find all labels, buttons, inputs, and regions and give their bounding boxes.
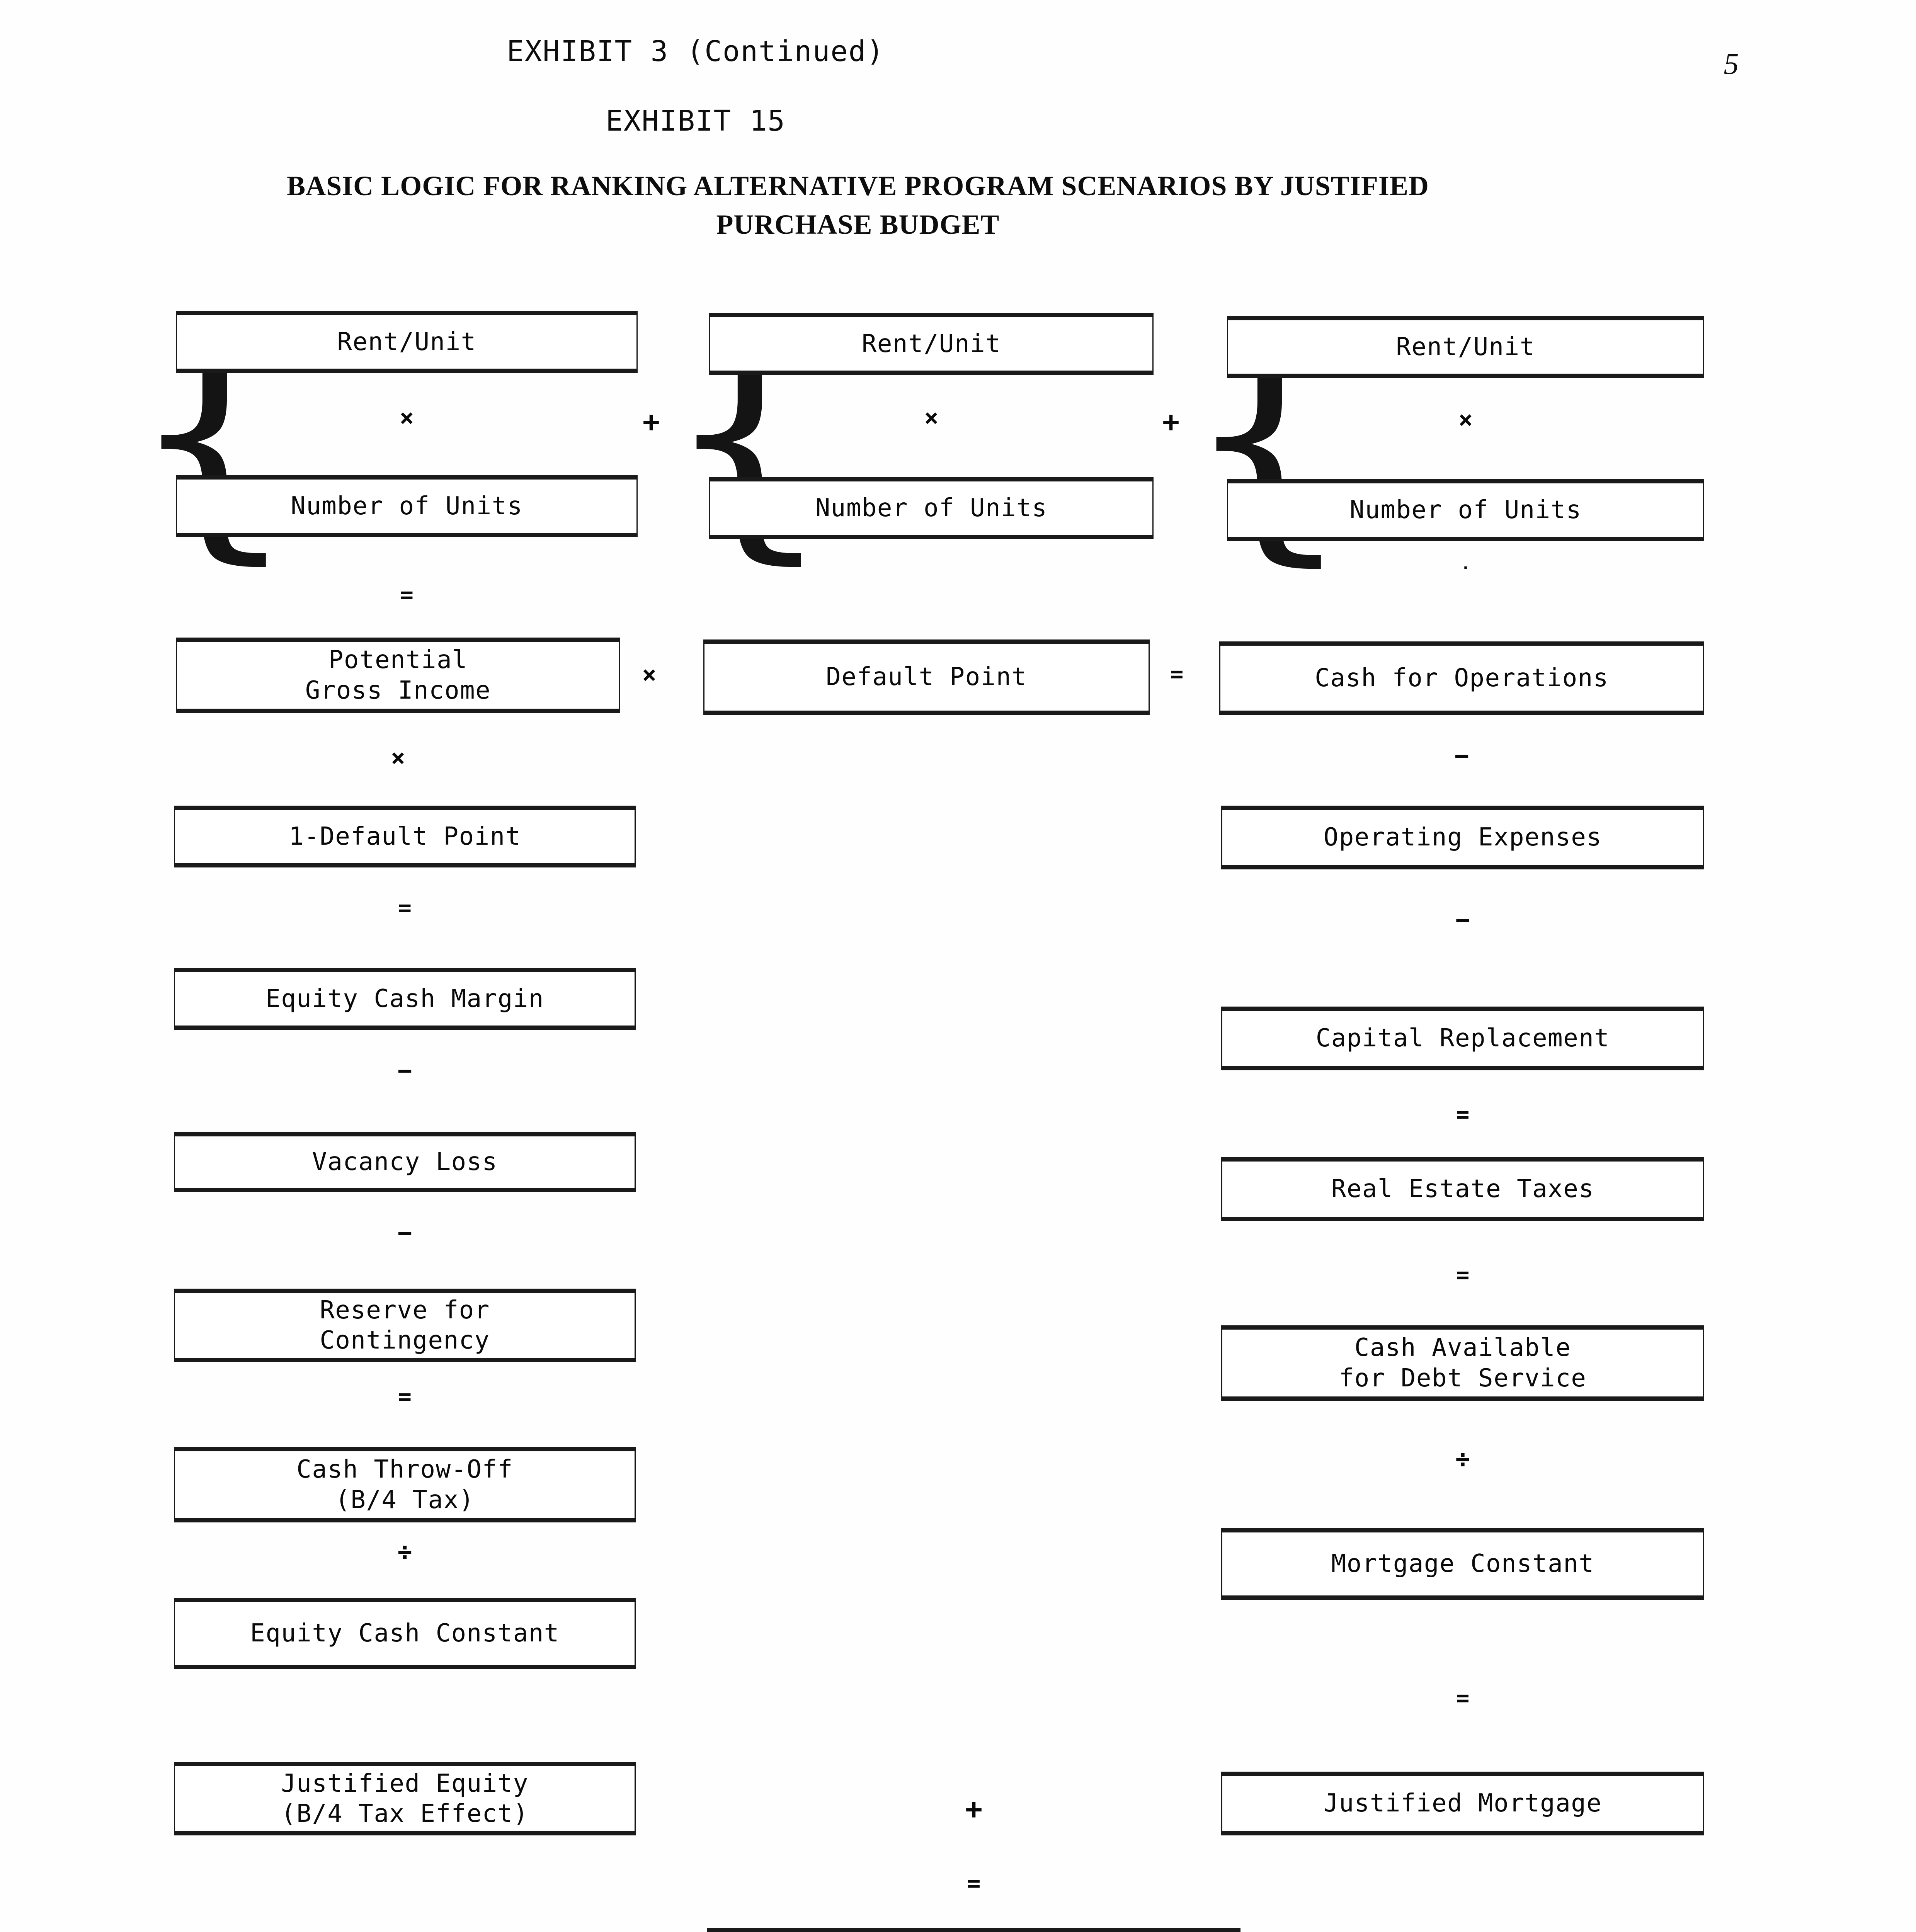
- minus-after-operating-expenses: −: [1455, 906, 1470, 934]
- scan-artifact-dot: .: [1461, 555, 1470, 573]
- multiply-operator-group-2: ×: [924, 403, 939, 432]
- equity-cash-margin-box: Equity Cash Margin: [174, 968, 636, 1030]
- multiply-operator-group-3: ×: [1458, 405, 1473, 434]
- real-estate-taxes-box: Real Estate Taxes: [1221, 1157, 1704, 1221]
- mortgage-constant-box: Mortgage Constant: [1221, 1528, 1704, 1600]
- plus-operator-between-group-1-and-2: +: [642, 405, 660, 439]
- number-of-units-box-1: Number of Units: [176, 475, 638, 537]
- cash-available-for-debt-service-box: Cash Available for Debt Service: [1221, 1325, 1704, 1401]
- equals-after-reserve: =: [398, 1383, 412, 1410]
- default-point-box: Default Point: [703, 639, 1150, 715]
- rent-per-unit-box-1: Rent/Unit: [176, 311, 638, 373]
- multiply-operator-group-1: ×: [399, 403, 414, 432]
- minus-after-cash-for-operations: −: [1454, 742, 1469, 770]
- one-minus-default-point-box: 1-Default Point: [174, 806, 636, 867]
- exhibit-number-label: EXHIBIT 15: [606, 104, 786, 138]
- number-of-units-box-2: Number of Units: [709, 477, 1154, 539]
- divide-after-cash-available: ÷: [1455, 1445, 1470, 1473]
- cash-throw-off-box: Cash Throw-Off (B/4 Tax): [174, 1447, 636, 1522]
- page-number: 5: [1724, 47, 1739, 80]
- multiply-operator-equation-row: ×: [642, 660, 657, 689]
- rent-per-unit-box-2: Rent/Unit: [709, 313, 1154, 375]
- multiply-operator-pgi-to-default: ×: [391, 743, 405, 772]
- potential-gross-income-box: Potential Gross Income: [176, 638, 620, 713]
- minus-after-vacancy-loss: −: [397, 1219, 412, 1247]
- exhibit-continued-label: EXHIBIT 3 (Continued): [507, 35, 885, 68]
- plus-operator-between-group-2-and-3: +: [1162, 405, 1180, 439]
- justified-equity-box: Justified Equity (B/4 Tax Effect): [174, 1762, 636, 1835]
- rent-per-unit-box-3: Rent/Unit: [1227, 316, 1704, 378]
- equals-after-capital-replacement: =: [1456, 1101, 1470, 1128]
- justified-mortgage-box: Justified Mortgage: [1221, 1772, 1704, 1835]
- minus-after-equity-cash-margin: −: [397, 1056, 412, 1085]
- equals-after-default-point: =: [398, 895, 412, 921]
- equals-operator-equation-row: =: [1170, 661, 1184, 687]
- document-title-line-1: BASIC LOGIC FOR RANKING ALTERNATIVE PROG…: [287, 170, 1429, 201]
- equals-above-total-justified: =: [967, 1870, 981, 1896]
- total-justified-project-budget-box: Total Justified Project Budget: [707, 1928, 1240, 1932]
- equals-after-real-estate-taxes: =: [1456, 1262, 1470, 1288]
- equals-under-group-1: =: [400, 582, 413, 608]
- equals-after-mortgage-constant: =: [1456, 1685, 1470, 1711]
- plus-operator-bottom-join: +: [965, 1793, 983, 1826]
- capital-replacement-box: Capital Replacement: [1221, 1007, 1704, 1070]
- reserve-for-contingency-box: Reserve for Contingency: [174, 1289, 636, 1362]
- divide-after-cash-throw-off: ÷: [397, 1537, 412, 1566]
- document-title-line-2: PURCHASE BUDGET: [716, 209, 1000, 240]
- vacancy-loss-box: Vacancy Loss: [174, 1132, 636, 1192]
- cash-for-operations-box: Cash for Operations: [1219, 641, 1704, 715]
- operating-expenses-box: Operating Expenses: [1221, 806, 1704, 869]
- number-of-units-box-3: Number of Units: [1227, 479, 1704, 541]
- equity-cash-constant-box: Equity Cash Constant: [174, 1598, 636, 1669]
